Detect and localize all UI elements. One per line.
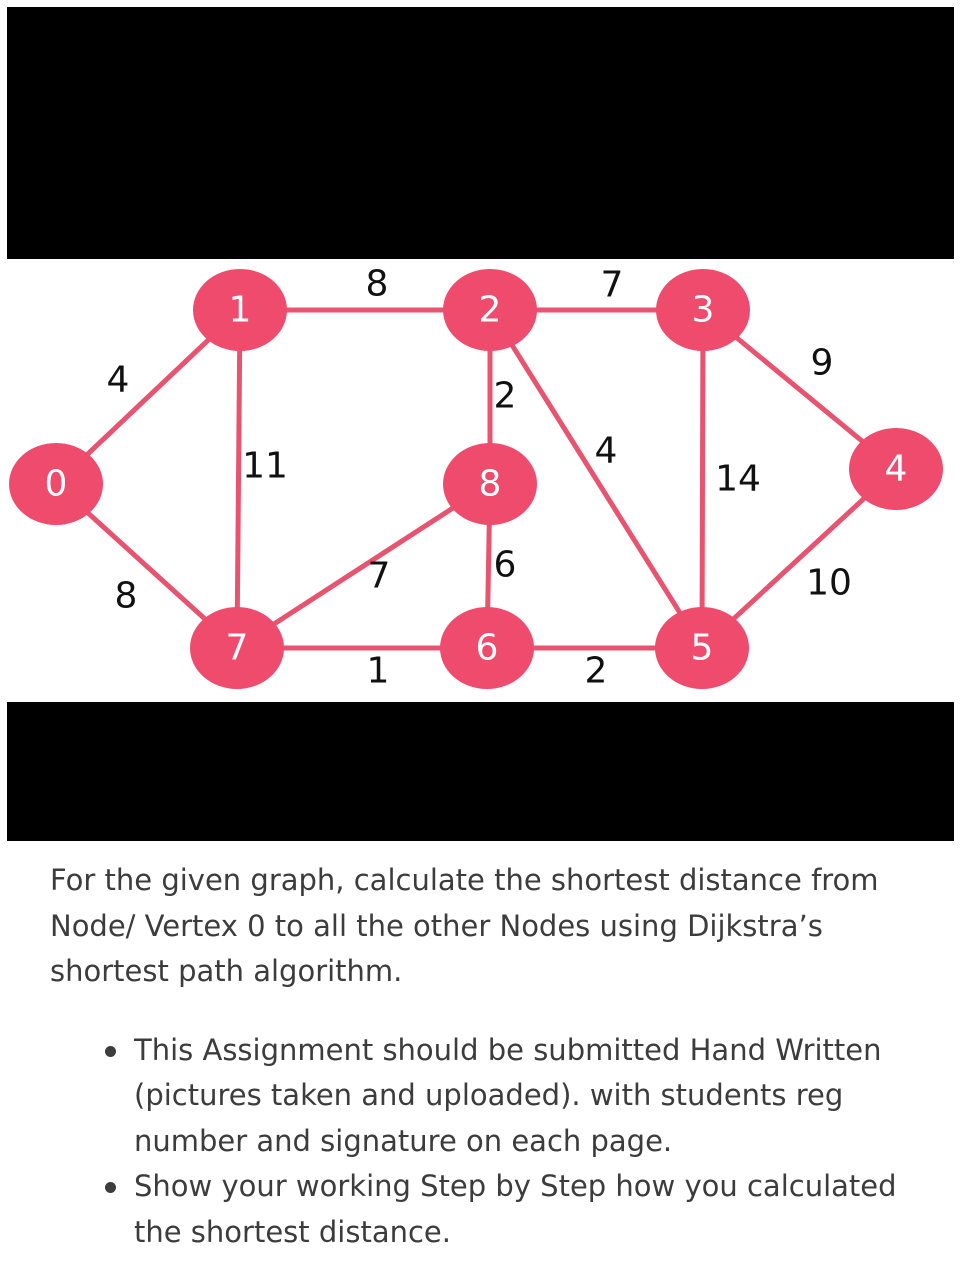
edge-weight-8-7: 7 — [368, 556, 391, 597]
bullet-icon — [105, 1045, 116, 1057]
node-circle-7 — [190, 607, 284, 689]
edge-weight-2-3: 7 — [601, 265, 624, 306]
edge-weight-1-7: 11 — [242, 446, 288, 487]
edge-weight-2-8: 2 — [494, 376, 517, 417]
node-0: 0 — [9, 443, 103, 525]
node-7: 7 — [190, 607, 284, 689]
edge-weight-7-6: 1 — [367, 651, 390, 692]
node-4: 4 — [849, 428, 943, 510]
node-label-2: 2 — [479, 290, 502, 331]
edge-weight-1-2: 8 — [366, 264, 389, 305]
node-label-8: 8 — [479, 464, 502, 505]
node-circle-8 — [443, 443, 537, 525]
node-3: 3 — [656, 269, 750, 351]
node-label-4: 4 — [885, 449, 908, 490]
edge-1-7 — [234, 307, 243, 651]
node-label-7: 7 — [226, 628, 249, 669]
assignment-text: For the given graph, calculate the short… — [50, 858, 910, 1255]
node-label-3: 3 — [692, 290, 715, 331]
edge-2-5 — [487, 307, 705, 651]
node-circle-2 — [443, 269, 537, 351]
edge-weight-6-5: 2 — [585, 651, 608, 692]
node-6: 6 — [440, 607, 534, 689]
node-circle-0 — [9, 443, 103, 525]
instruction-text: Show your working Step by Step how you c… — [134, 1169, 897, 1249]
node-circle-3 — [656, 269, 750, 351]
edge-8-7 — [234, 481, 493, 651]
edge-weight-4-5: 10 — [806, 563, 852, 604]
node-1: 1 — [193, 269, 287, 351]
node-circle-1 — [193, 269, 287, 351]
redaction-bar-top — [7, 7, 954, 259]
node-circle-6 — [440, 607, 534, 689]
node-2: 2 — [443, 269, 537, 351]
edge-weight-3-4: 9 — [811, 343, 834, 384]
edge-weight-2-5: 4 — [595, 431, 618, 472]
instruction-item: This Assignment should be submitted Hand… — [105, 1028, 910, 1165]
edge-weight-0-1: 4 — [107, 360, 130, 401]
instruction-item: Show your working Step by Step how you c… — [105, 1164, 910, 1255]
node-label-5: 5 — [691, 628, 714, 669]
bullet-icon — [105, 1182, 116, 1193]
edge-weight-3-5: 14 — [715, 459, 761, 500]
node-circle-5 — [655, 607, 749, 689]
node-label-1: 1 — [229, 290, 252, 331]
node-label-6: 6 — [476, 628, 499, 669]
redaction-bar-bottom — [7, 702, 954, 841]
instruction-text: This Assignment should be submitted Hand… — [134, 1032, 882, 1158]
node-5: 5 — [655, 607, 749, 689]
edge-weight-8-6: 6 — [494, 545, 517, 586]
edge-4-5 — [699, 466, 899, 651]
node-8: 8 — [443, 443, 537, 525]
edge-weights-layer: 4 8 8 11 7 2 4 9 14 10 7 6 1 2 — [107, 264, 852, 692]
node-circle-4 — [849, 428, 943, 510]
nodes-layer: 0 1 2 3 4 5 6 7 8 — [9, 269, 943, 689]
node-label-0: 0 — [45, 464, 68, 505]
question-paragraph: For the given graph, calculate the short… — [50, 863, 879, 988]
instructions-list: This Assignment should be submitted Hand… — [50, 1028, 910, 1256]
edge-weight-0-7: 8 — [115, 576, 138, 617]
edge-3-5 — [699, 307, 706, 651]
